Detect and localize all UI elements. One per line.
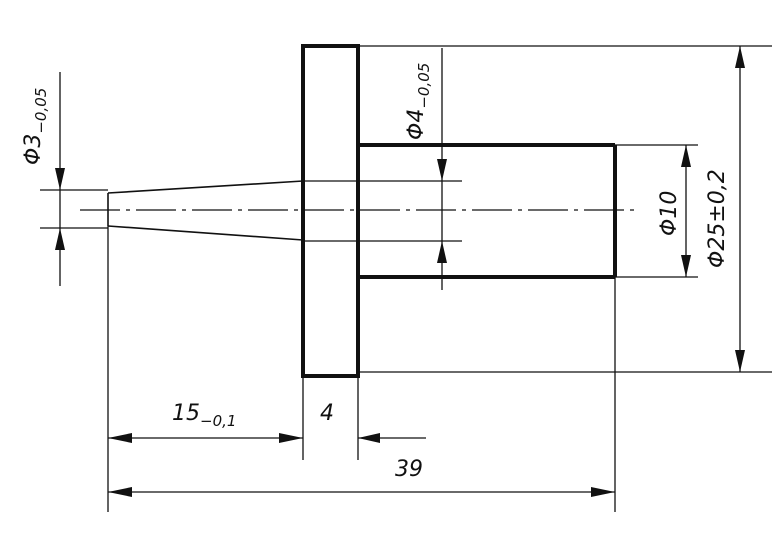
tip-diameter-tolerance: −0,05 xyxy=(32,88,50,134)
taper-length-label: 15−0,1 xyxy=(172,401,236,430)
bore-diameter-tolerance: −0,05 xyxy=(415,63,433,109)
bore-diameter-label: Φ4−0,05 xyxy=(404,63,433,140)
arrow-head xyxy=(437,241,447,263)
overall-length-dimension: 39 xyxy=(108,457,615,497)
arrow-head xyxy=(437,159,447,181)
arrow-head xyxy=(681,255,691,277)
arrow-head xyxy=(279,433,303,443)
arrow-head xyxy=(591,487,615,497)
flange-thickness-label: 4 xyxy=(320,401,334,426)
bore-diameter-dimension: Φ4−0,05 xyxy=(303,48,462,290)
taper-length-tolerance: −0,1 xyxy=(200,412,236,430)
tip-diameter-label: Φ3−0,05 xyxy=(21,88,50,165)
arrow-head xyxy=(735,350,745,372)
arrow-head xyxy=(358,433,380,443)
arrow-head xyxy=(681,145,691,167)
taper-bottom-edge xyxy=(107,225,304,241)
overall-length-label: 39 xyxy=(395,457,423,482)
arrow-head xyxy=(55,228,65,250)
arrow-head xyxy=(108,487,132,497)
taper-length-value: 15 xyxy=(172,401,200,426)
arrow-head xyxy=(735,46,745,68)
tip-diameter-value: Φ3 xyxy=(21,134,46,165)
taper-top-edge xyxy=(107,180,304,194)
flange-outline xyxy=(301,44,360,378)
boss-diameter-label: Φ10 xyxy=(657,191,682,236)
taper-length-dimension: 15−0,1 xyxy=(108,401,303,443)
part-outline xyxy=(107,44,617,378)
arrow-head xyxy=(55,168,65,190)
bore-diameter-value: Φ4 xyxy=(404,109,429,140)
flange-diameter-dimension: Φ25±0,2 xyxy=(358,45,772,373)
arrow-head xyxy=(108,433,132,443)
flange-diameter-label: Φ25±0,2 xyxy=(705,169,730,268)
flange-thickness-dimension: 4 xyxy=(320,401,426,443)
tip-diameter-dimension: Φ3−0,05 xyxy=(21,72,108,286)
boss-diameter-dimension: Φ10 xyxy=(615,144,698,278)
